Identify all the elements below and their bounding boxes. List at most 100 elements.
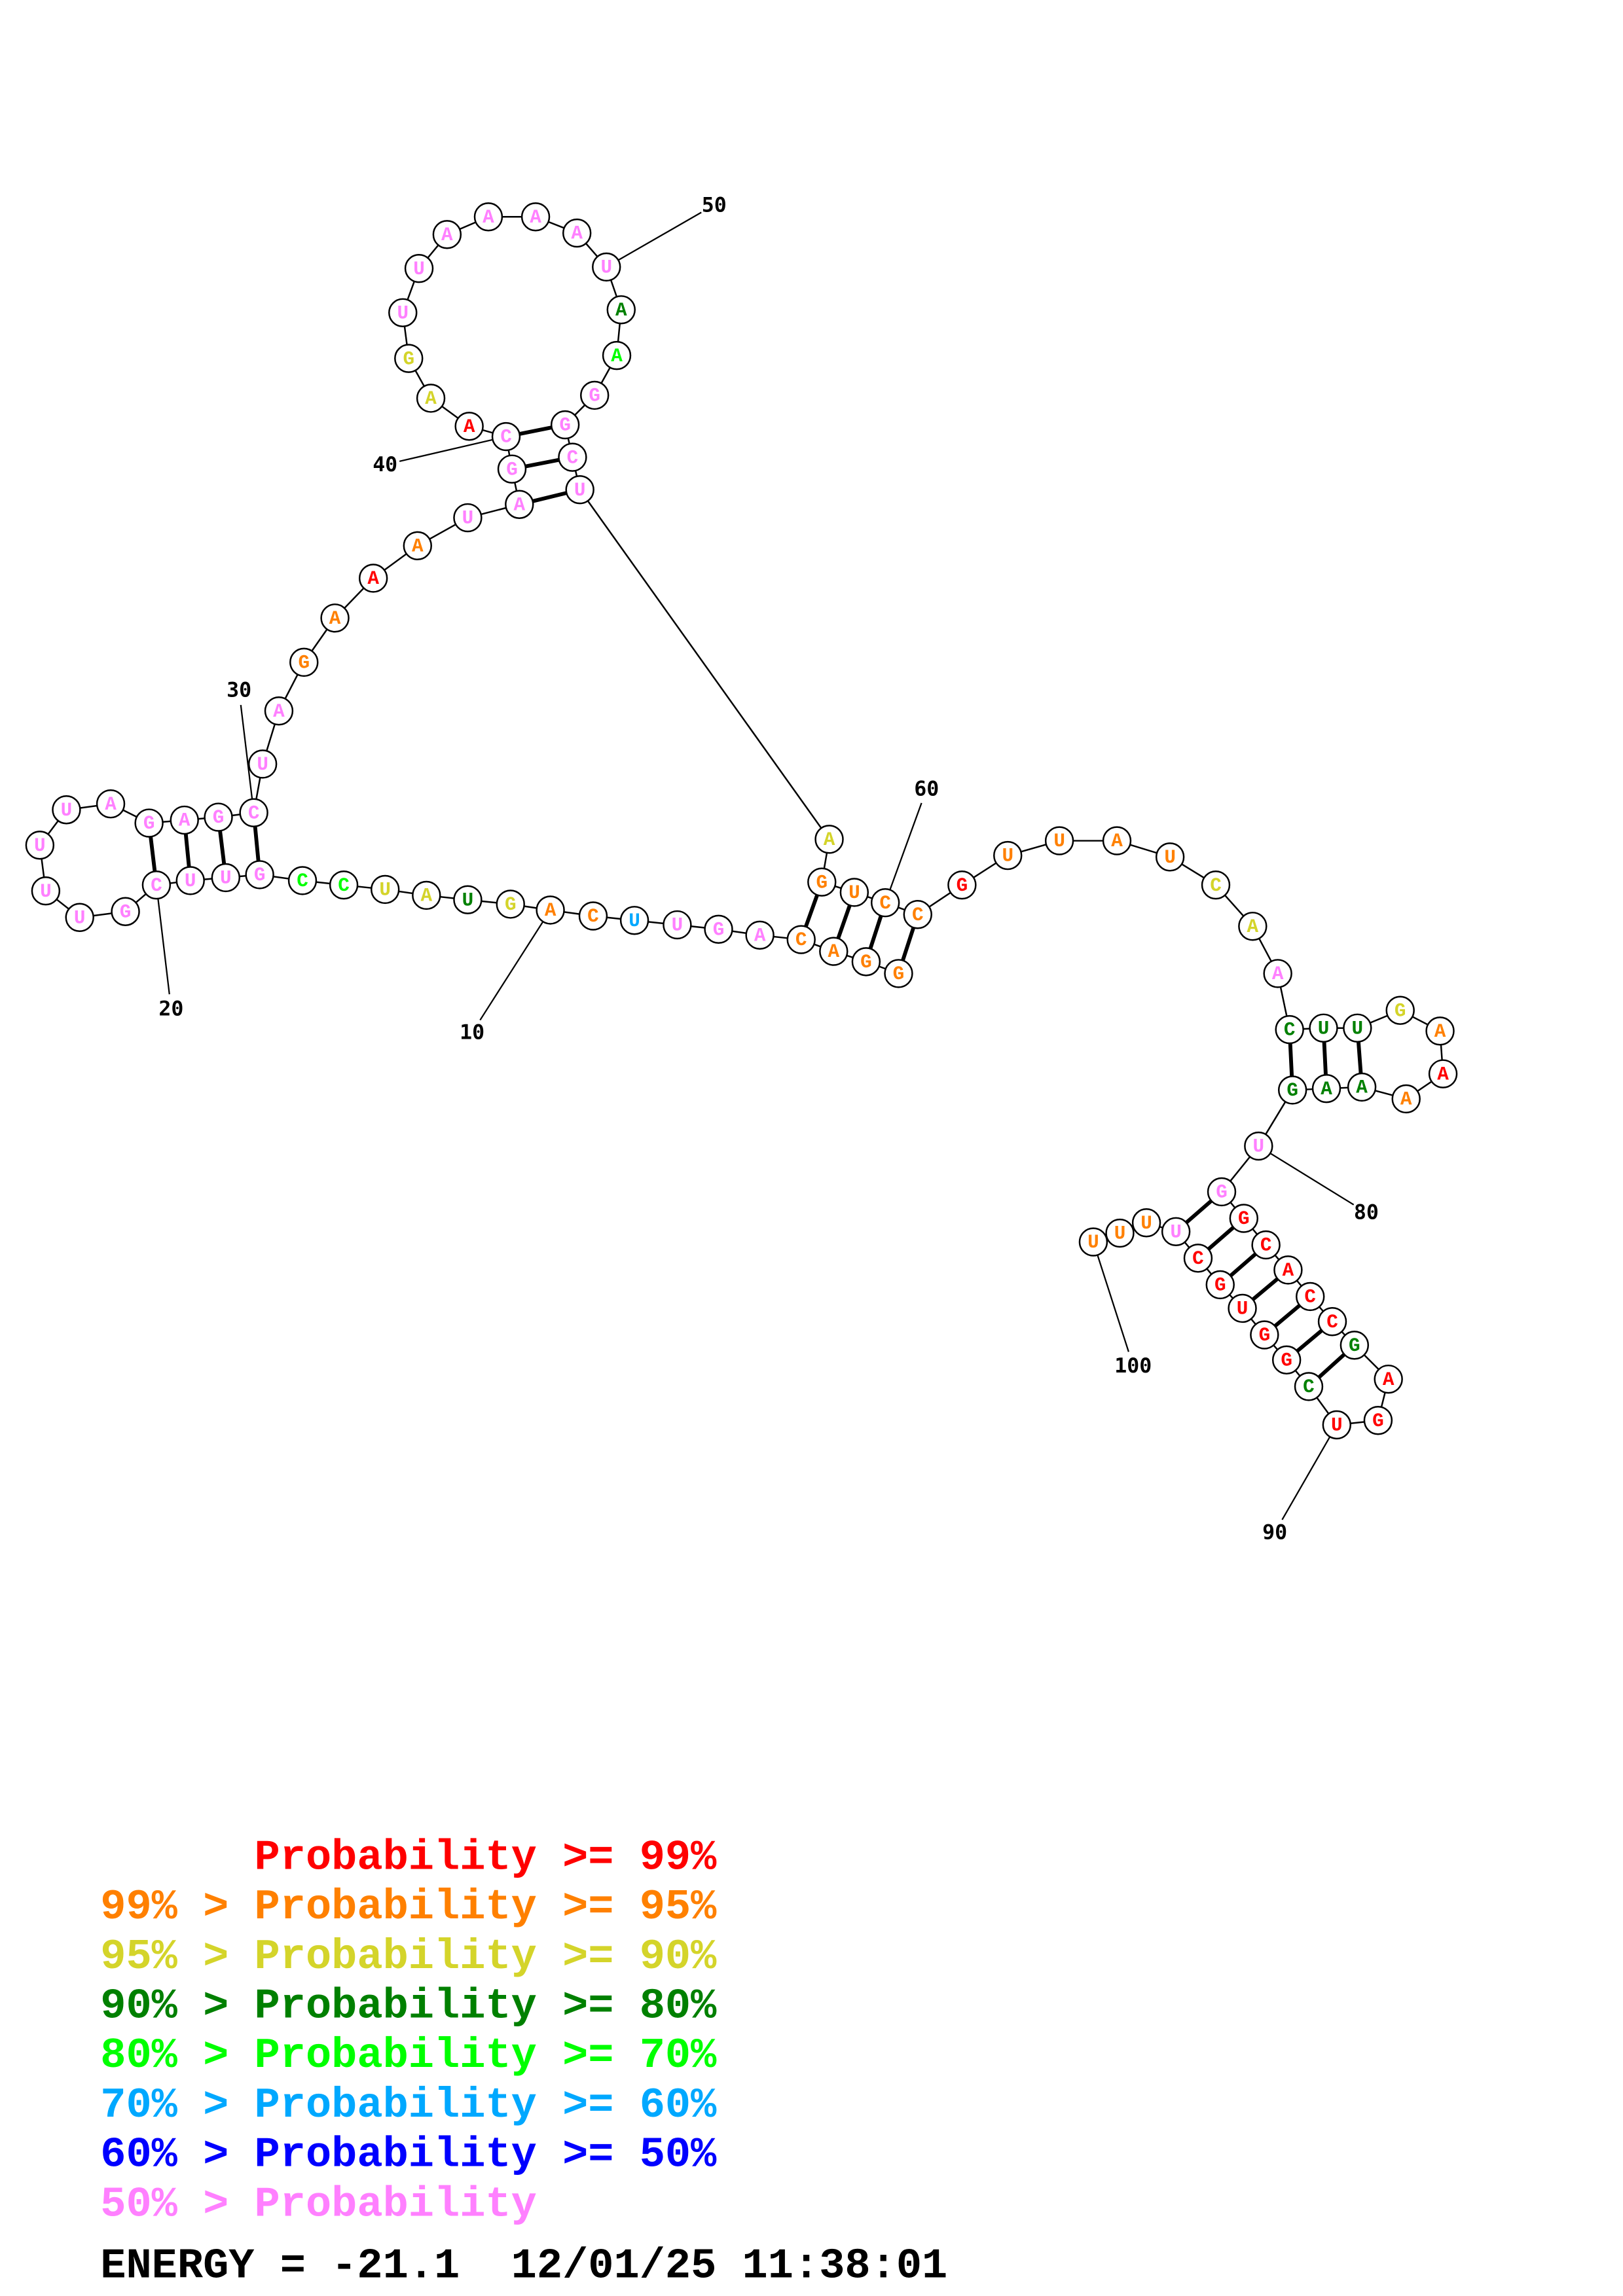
nucleotide-letter: U [672, 915, 684, 937]
nucleotide: A [416, 384, 446, 413]
nucleotide: C [239, 798, 268, 827]
nucleotide-circle [851, 947, 881, 977]
legend-entry: 90% > Probability >= 80% [100, 1982, 717, 2031]
nucleotide: C [1251, 1230, 1281, 1260]
nucleotide-letter: C [912, 905, 924, 926]
nucleotide-letter: C [338, 875, 350, 897]
nucleotide: A [745, 920, 775, 950]
nucleotide-letter: U [220, 868, 232, 889]
nucleotide: G [1207, 1177, 1237, 1207]
nucleotide: U [565, 475, 594, 505]
position-label-leader [1281, 1424, 1338, 1520]
nucleotide-letter: U [1237, 1299, 1249, 1320]
nucleotide: U [404, 253, 434, 283]
nucleotide: G [550, 410, 580, 440]
nucleotide: U [1105, 1218, 1135, 1248]
nucleotide: C [1294, 1372, 1324, 1401]
nucleotide-circle [1391, 1084, 1421, 1114]
nucleotide-circle [453, 885, 483, 914]
nucleotide-circle [1105, 1218, 1135, 1248]
nucleotide-circle [1428, 1059, 1458, 1088]
nucleotide-circle [264, 696, 294, 726]
nucleotide: U [1161, 1217, 1191, 1246]
nucleotide-circle [1275, 1014, 1304, 1045]
nucleotide: A [264, 696, 294, 726]
nucleotide-circle [606, 295, 636, 325]
nucleotide-letter: G [506, 459, 518, 480]
nucleotide-circle [141, 870, 172, 900]
legend-entry: 99% > Probability >= 95% [100, 1883, 717, 1931]
nucleotide-circle [903, 900, 932, 929]
nucleotide: A [432, 220, 462, 249]
nucleotide: U [388, 298, 418, 327]
nucleotide-circle [388, 298, 418, 327]
nucleotide-letter: A [412, 535, 424, 557]
nucleotide-letter: G [1281, 1350, 1292, 1371]
nucleotide-letter: C [500, 427, 512, 448]
nucleotide-letter: A [1111, 831, 1123, 852]
nucleotide-letter: A [571, 223, 583, 245]
nucleotide-letter: A [179, 810, 191, 832]
nucleotide-letter: A [1437, 1064, 1449, 1085]
nucleotide-letter: U [40, 881, 52, 903]
nucleotide-letter: G [957, 875, 968, 897]
nucleotide: U [1309, 1013, 1338, 1043]
nucleotide-circle [31, 876, 61, 906]
nucleotide: G [1340, 1331, 1370, 1360]
nucleotide-letter: G [298, 653, 310, 674]
nucleotide-letter: A [545, 900, 556, 922]
nucleotide-letter: U [600, 257, 612, 279]
legend-entry: 80% > Probability >= 70% [100, 2032, 717, 2080]
nucleotide-circle [170, 805, 199, 835]
nucleotide-letter: A [611, 346, 623, 367]
nucleotide: G [1229, 1204, 1259, 1233]
position-label-leader [606, 211, 702, 268]
nucleotide-letter: A [329, 608, 341, 630]
nucleotide-circle [1161, 1217, 1191, 1246]
position-label: 80 [1354, 1200, 1379, 1224]
nucleotide-letter: C [587, 906, 599, 927]
nucleotide-circle [412, 880, 441, 910]
nucleotide-letter: A [367, 568, 379, 590]
nucleotide-letter: C [151, 875, 162, 897]
nucleotide-circle [1102, 826, 1132, 855]
nucleotide-letter: A [513, 494, 525, 516]
nucleotide: G [394, 344, 424, 373]
nucleotide-circle [25, 831, 55, 860]
nucleotide-letter: C [1304, 1287, 1316, 1308]
nucleotide: G [134, 808, 164, 838]
nucleotide-circle [819, 937, 848, 966]
nucleotide-circle [404, 253, 434, 283]
nucleotide-circle [1250, 1320, 1279, 1350]
nucleotide-circle [1347, 1072, 1377, 1102]
nucleotide-letter: A [421, 886, 433, 907]
nucleotide: U [993, 840, 1023, 870]
nucleotide: A [473, 202, 503, 232]
position-label-leader [479, 909, 551, 1021]
nucleotide-circle [1044, 826, 1074, 855]
nucleotide: A [1238, 912, 1267, 941]
nucleotide-letter: G [1286, 1080, 1298, 1102]
nucleotide-circle [175, 866, 205, 895]
nucleotide-letter: U [34, 835, 46, 857]
legend-entry: 60% > Probability >= 50% [100, 2131, 717, 2179]
nucleotide-circle [558, 442, 587, 472]
position-label-leader [1092, 1242, 1129, 1352]
nucleotide-letter: U [1140, 1213, 1152, 1234]
nucleotide-letter: A [824, 829, 835, 851]
nucleotide: A [1428, 1059, 1458, 1088]
nucleotide-circle [814, 825, 844, 854]
nucleotide: U [1228, 1293, 1257, 1323]
nucleotide-letter: G [713, 919, 725, 941]
nucleotide-letter: U [848, 882, 860, 904]
nucleotide: A [403, 531, 432, 561]
nucleotide: C [1275, 1014, 1304, 1045]
nucleotide: U [1078, 1227, 1108, 1257]
nucleotide: C [141, 870, 172, 900]
nucleotide: A [520, 202, 551, 232]
nucleotide: G [947, 870, 977, 900]
nucleotide: U [592, 252, 621, 282]
position-label: 100 [1114, 1354, 1152, 1378]
nucleotide: A [320, 603, 350, 633]
